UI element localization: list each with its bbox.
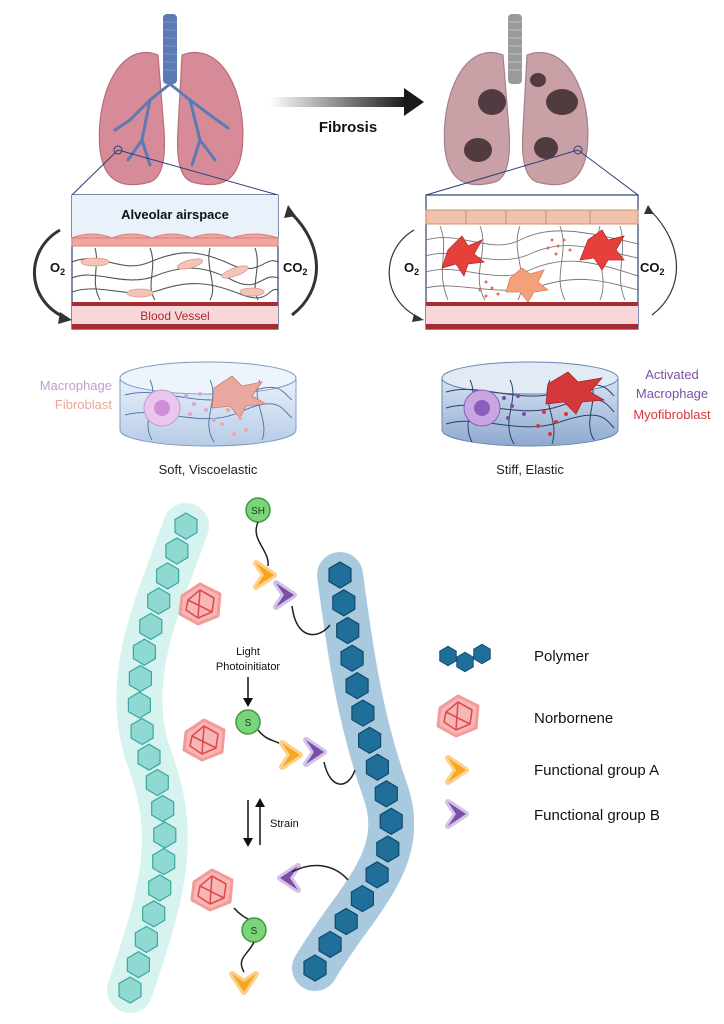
fibrosis-label: Fibrosis: [319, 119, 377, 136]
fibrosis-arrow-icon: [270, 88, 424, 116]
stiff-hydrogel-icon: [441, 361, 619, 447]
teal-polymer-unit: [148, 874, 172, 902]
teal-polymer-unit: [147, 587, 171, 615]
blue-polymer-unit: [332, 589, 356, 617]
activated-macrophage-label: Macrophage: [636, 386, 708, 401]
teal-polymer-unit: [151, 794, 175, 823]
chevron-purple-icon-2: [306, 740, 324, 764]
blue-polymer-unit: [318, 930, 342, 959]
light-label: Light: [236, 646, 260, 658]
strain-label: Strain: [270, 818, 299, 830]
blue-polymer-unit: [374, 780, 398, 808]
chevron-purple-icon-1: [276, 583, 294, 607]
soft-hydrogel-caption: Soft, Viscoelastic: [159, 462, 258, 477]
sulfur-label-1: S: [245, 718, 252, 729]
teal-polymer-unit: [142, 900, 166, 928]
chevron-orange-icon-1: [256, 563, 274, 587]
thiol-label: SH: [251, 506, 265, 517]
blood-vessel-label: Blood Vessel: [140, 309, 209, 323]
chevron-orange-icon: [448, 758, 466, 782]
teal-polymer-unit: [145, 768, 169, 797]
blue-polymer-unit: [379, 807, 403, 835]
fibrotic-alveolus-panel: [425, 194, 639, 330]
teal-polymer-unit: [165, 537, 189, 565]
blue-polymer-unit: [365, 753, 389, 781]
blue-polymer-unit: [365, 861, 389, 889]
blue-polymer-chain: [303, 561, 403, 982]
blue-polymer-unit: [351, 699, 375, 727]
legend: Polymer Norbornene Functional group A Fu…: [436, 643, 660, 826]
legend-functional-a-label: Functional group A: [534, 762, 659, 779]
chevron-orange-icon-2: [282, 743, 300, 767]
legend-functional-b-label: Functional group B: [534, 807, 660, 824]
teal-polymer-unit: [139, 612, 163, 641]
sulfur-label-2: S: [251, 926, 258, 937]
myofibroblast-label: Myofibroblast: [633, 407, 711, 422]
norbornene-icon-2: [182, 718, 226, 762]
teal-polymer-unit: [118, 976, 142, 1004]
blue-polymer-unit: [334, 907, 358, 936]
teal-polymer-unit: [174, 512, 198, 540]
strain-arrows-icon: [243, 798, 265, 847]
blue-polymer-unit: [358, 726, 382, 754]
teal-polymer-unit: [126, 951, 150, 979]
oxygen-arrow-right-icon: [388, 229, 421, 319]
teal-polymer-unit: [137, 743, 161, 771]
teal-polymer-unit: [128, 664, 152, 693]
oxygen-arrow-icon: [33, 228, 67, 320]
teal-polymer-unit: [156, 562, 180, 590]
oxygen-label-right: O2: [404, 260, 419, 277]
legend-norbornene-label: Norbornene: [534, 710, 613, 727]
teal-polymer-unit: [132, 638, 156, 666]
blue-polymer-unit: [345, 672, 369, 700]
polymer-icon: [439, 643, 491, 673]
healthy-alveolus-panel: [71, 194, 279, 330]
sulfur-icon-1: [235, 709, 261, 735]
alveolar-airspace-label: Alveolar airspace: [121, 207, 229, 222]
teal-polymer-chain: [118, 512, 198, 1004]
co2-label-right: CO2: [640, 260, 665, 277]
norbornene-icon: [436, 694, 480, 738]
teal-polymer-unit: [152, 847, 176, 876]
oxygen-label-left: O2: [50, 260, 65, 277]
blue-polymer-unit: [350, 884, 374, 913]
fibroblast-label: Fibroblast: [55, 397, 112, 412]
zoom-lines: [71, 145, 639, 196]
blue-polymer-unit: [328, 561, 352, 589]
co2-arrow-icon: [288, 210, 318, 317]
blue-polymer-unit: [376, 835, 400, 863]
co2-label-left: CO2: [283, 260, 308, 277]
blue-polymer-unit: [340, 644, 364, 672]
norbornene-icon-3: [190, 868, 234, 912]
reaction-arrow-icon: [243, 677, 253, 707]
chevron-purple-icon: [448, 802, 466, 826]
teal-polymer-unit: [134, 925, 158, 954]
teal-polymer-unit: [130, 717, 154, 746]
fibrotic-lung-icon: [443, 14, 589, 186]
photoinitiator-label: Photoinitiator: [216, 661, 281, 673]
legend-polymer-label: Polymer: [534, 648, 589, 665]
chevron-orange-icon-3: [232, 974, 256, 992]
healthy-lung-icon: [98, 14, 244, 186]
teal-polymer-unit: [127, 691, 151, 719]
teal-polymer-unit: [153, 821, 177, 849]
stiff-hydrogel-caption: Stiff, Elastic: [496, 462, 564, 477]
blue-polymer-unit: [303, 954, 327, 982]
blue-polymer-unit: [336, 616, 360, 645]
co2-arrow-right-icon: [649, 209, 678, 316]
macrophage-label: Macrophage: [40, 378, 112, 393]
activated-label: Activated: [645, 367, 698, 382]
soft-hydrogel-icon: [119, 361, 297, 447]
